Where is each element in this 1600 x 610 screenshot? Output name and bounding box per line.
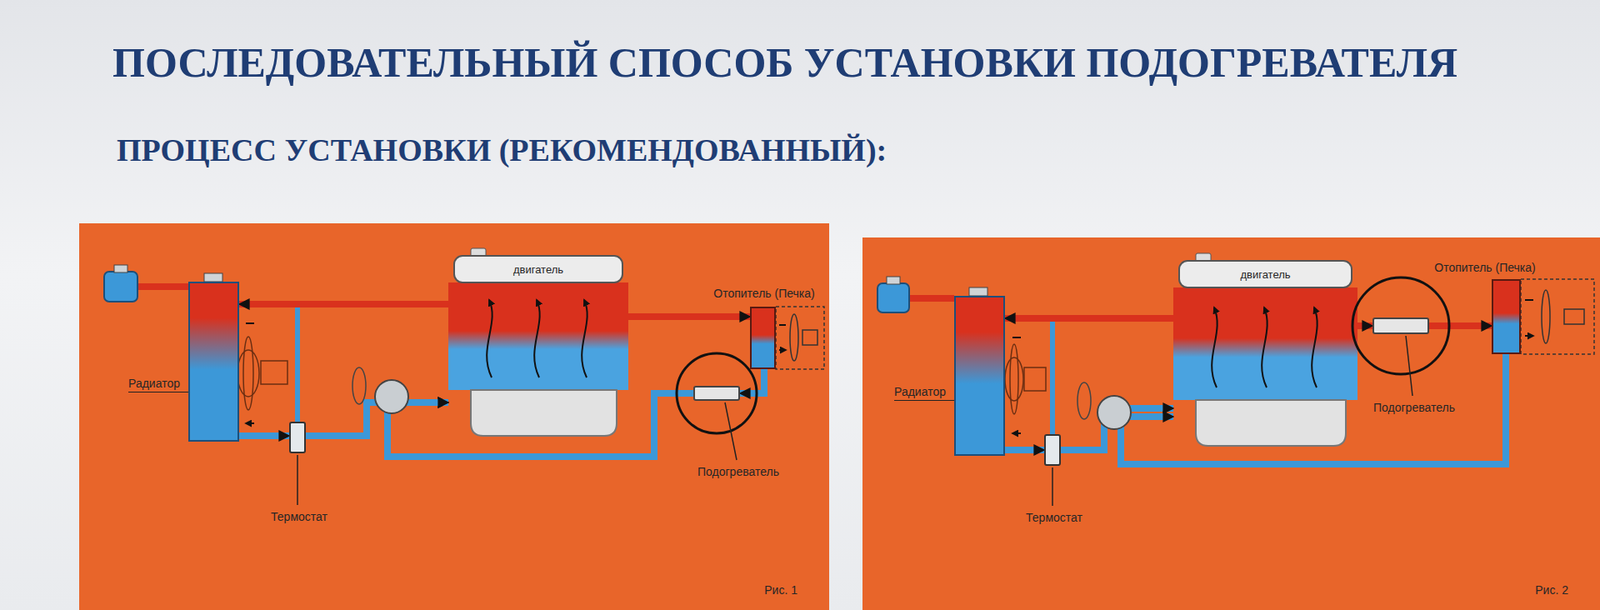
- radiator: Радиатор: [954, 295, 1005, 456]
- water-pump: [1077, 382, 1131, 430]
- cabin-heater: Отопитель (Печка): [1491, 279, 1521, 355]
- engine: двигатель: [1173, 260, 1358, 446]
- leader-line: [297, 402, 737, 505]
- engine-drawing: [1173, 253, 1358, 446]
- expansion-tank: [877, 283, 910, 313]
- water-pump: [375, 380, 409, 414]
- heater-fan: [802, 330, 818, 345]
- radiator-fan: [1005, 357, 1024, 401]
- preheater: Подогреватель: [693, 385, 740, 401]
- radiator: Радиатор: [188, 281, 240, 442]
- thermostat-label: Термостат: [1025, 510, 1083, 525]
- radiator-fan: [260, 360, 288, 385]
- figure-panel: Рис. 1 РадиаторТермостат двигательОтопител…: [79, 223, 830, 610]
- preheater-label: Подогреватель: [1373, 400, 1455, 415]
- bypass-pipe: [295, 307, 300, 422]
- expansion-tank: [137, 283, 189, 290]
- expansion-tank: [204, 273, 223, 282]
- expansion-tank: [886, 276, 900, 285]
- coolant-pipe: [1005, 446, 1045, 454]
- radiator-fan: [1012, 337, 1021, 434]
- engine-drawing: [486, 300, 587, 378]
- radiator-label: Радиатор: [128, 376, 189, 393]
- heater-fan: [1520, 279, 1595, 355]
- heater-fan: [1541, 290, 1550, 344]
- engine-drawing: [1173, 287, 1358, 400]
- subtitle: ПРОЦЕСС УСТАНОВКИ (РЕКОМЕНДОВАННЫЙ):: [116, 131, 887, 169]
- engine-drawing: [1195, 400, 1346, 446]
- engine-drawing: [1261, 307, 1267, 388]
- coolant-pipe: [305, 402, 449, 436]
- water-pump: [352, 367, 366, 405]
- preheater: Подогреватель: [1372, 317, 1430, 335]
- heater-fan: [790, 314, 799, 361]
- coolant-pipe: [1357, 322, 1373, 330]
- thermostat: Термостат: [289, 421, 306, 454]
- cabin-heater-label: Отопитель (Печка): [1434, 260, 1535, 275]
- coolant-pipe: [1429, 322, 1492, 330]
- bypass-pipe: [1050, 321, 1055, 435]
- figure-panel-label: Рис. 2: [1535, 583, 1569, 597]
- engine-drawing: [470, 390, 617, 436]
- engine-drawing: [1311, 307, 1317, 388]
- callout-circle: [676, 353, 757, 434]
- figure-panel-label: Рис. 1: [764, 583, 798, 597]
- engine-drawing: [448, 248, 629, 436]
- heater-fan: [1525, 300, 1534, 336]
- bypass-pipe: [297, 307, 299, 422]
- heater-fan: [1520, 279, 1595, 355]
- engine-drawing: [534, 300, 540, 378]
- radiator-fan: [245, 323, 255, 424]
- engine-drawing: [1211, 307, 1217, 388]
- figure-panel: Рис. 2РадиаторТермостатдвигательОтопител…: [862, 237, 1600, 610]
- engine-drawing: [1211, 307, 1317, 388]
- engine-drawing: [454, 255, 623, 283]
- engine-drawing: [486, 300, 492, 378]
- engine-label: двигатель: [513, 263, 564, 277]
- radiator-fan: [237, 350, 260, 397]
- water-pump: [1077, 382, 1091, 420]
- heater-fan: [775, 306, 825, 370]
- callout-circle: [1352, 277, 1450, 375]
- heater-fan: [775, 306, 825, 370]
- engine-label: двигатель: [1240, 268, 1290, 282]
- water-pump: [1097, 395, 1131, 430]
- expansion-tank: [969, 287, 988, 296]
- radiator-fan: [1010, 344, 1019, 415]
- coolant-pipe: [628, 313, 750, 320]
- radiator-fan: [1024, 367, 1046, 391]
- preheater-label: Подогреватель: [697, 465, 780, 479]
- coolant-pipe: [1005, 315, 1174, 322]
- coolant-pipe: [239, 300, 449, 308]
- cabin-heater-label: Отопитель (Печка): [713, 286, 815, 300]
- heater-fan: [1564, 309, 1585, 325]
- thermostat-label: Термостат: [270, 510, 328, 524]
- coolant-pipe: [239, 432, 290, 440]
- engine-drawing: [581, 300, 587, 378]
- radiator-fan: [243, 336, 254, 410]
- engine: двигатель: [448, 255, 629, 436]
- thermostat: Термостат: [1044, 434, 1061, 466]
- expansion-tank: [104, 271, 138, 302]
- cabin-heater: Отопитель (Печка): [750, 306, 776, 370]
- engine-drawing: [1179, 260, 1352, 288]
- radiator-fan: [1005, 337, 1046, 434]
- engine-drawing: [448, 282, 629, 390]
- expansion-tank: [909, 295, 955, 302]
- expansion-tank: [114, 265, 128, 273]
- water-pump: [352, 367, 409, 414]
- bypass-pipe: [1052, 321, 1054, 435]
- radiator-label: Радиатор: [894, 385, 955, 401]
- heater-fan: [779, 325, 786, 350]
- leader-line: [1052, 335, 1413, 506]
- radiator-fan: [237, 323, 288, 424]
- page-title: ПОСЛЕДОВАТЕЛЬНЫЙ СПОСОБ УСТАНОВКИ ПОДОГР…: [112, 38, 1458, 87]
